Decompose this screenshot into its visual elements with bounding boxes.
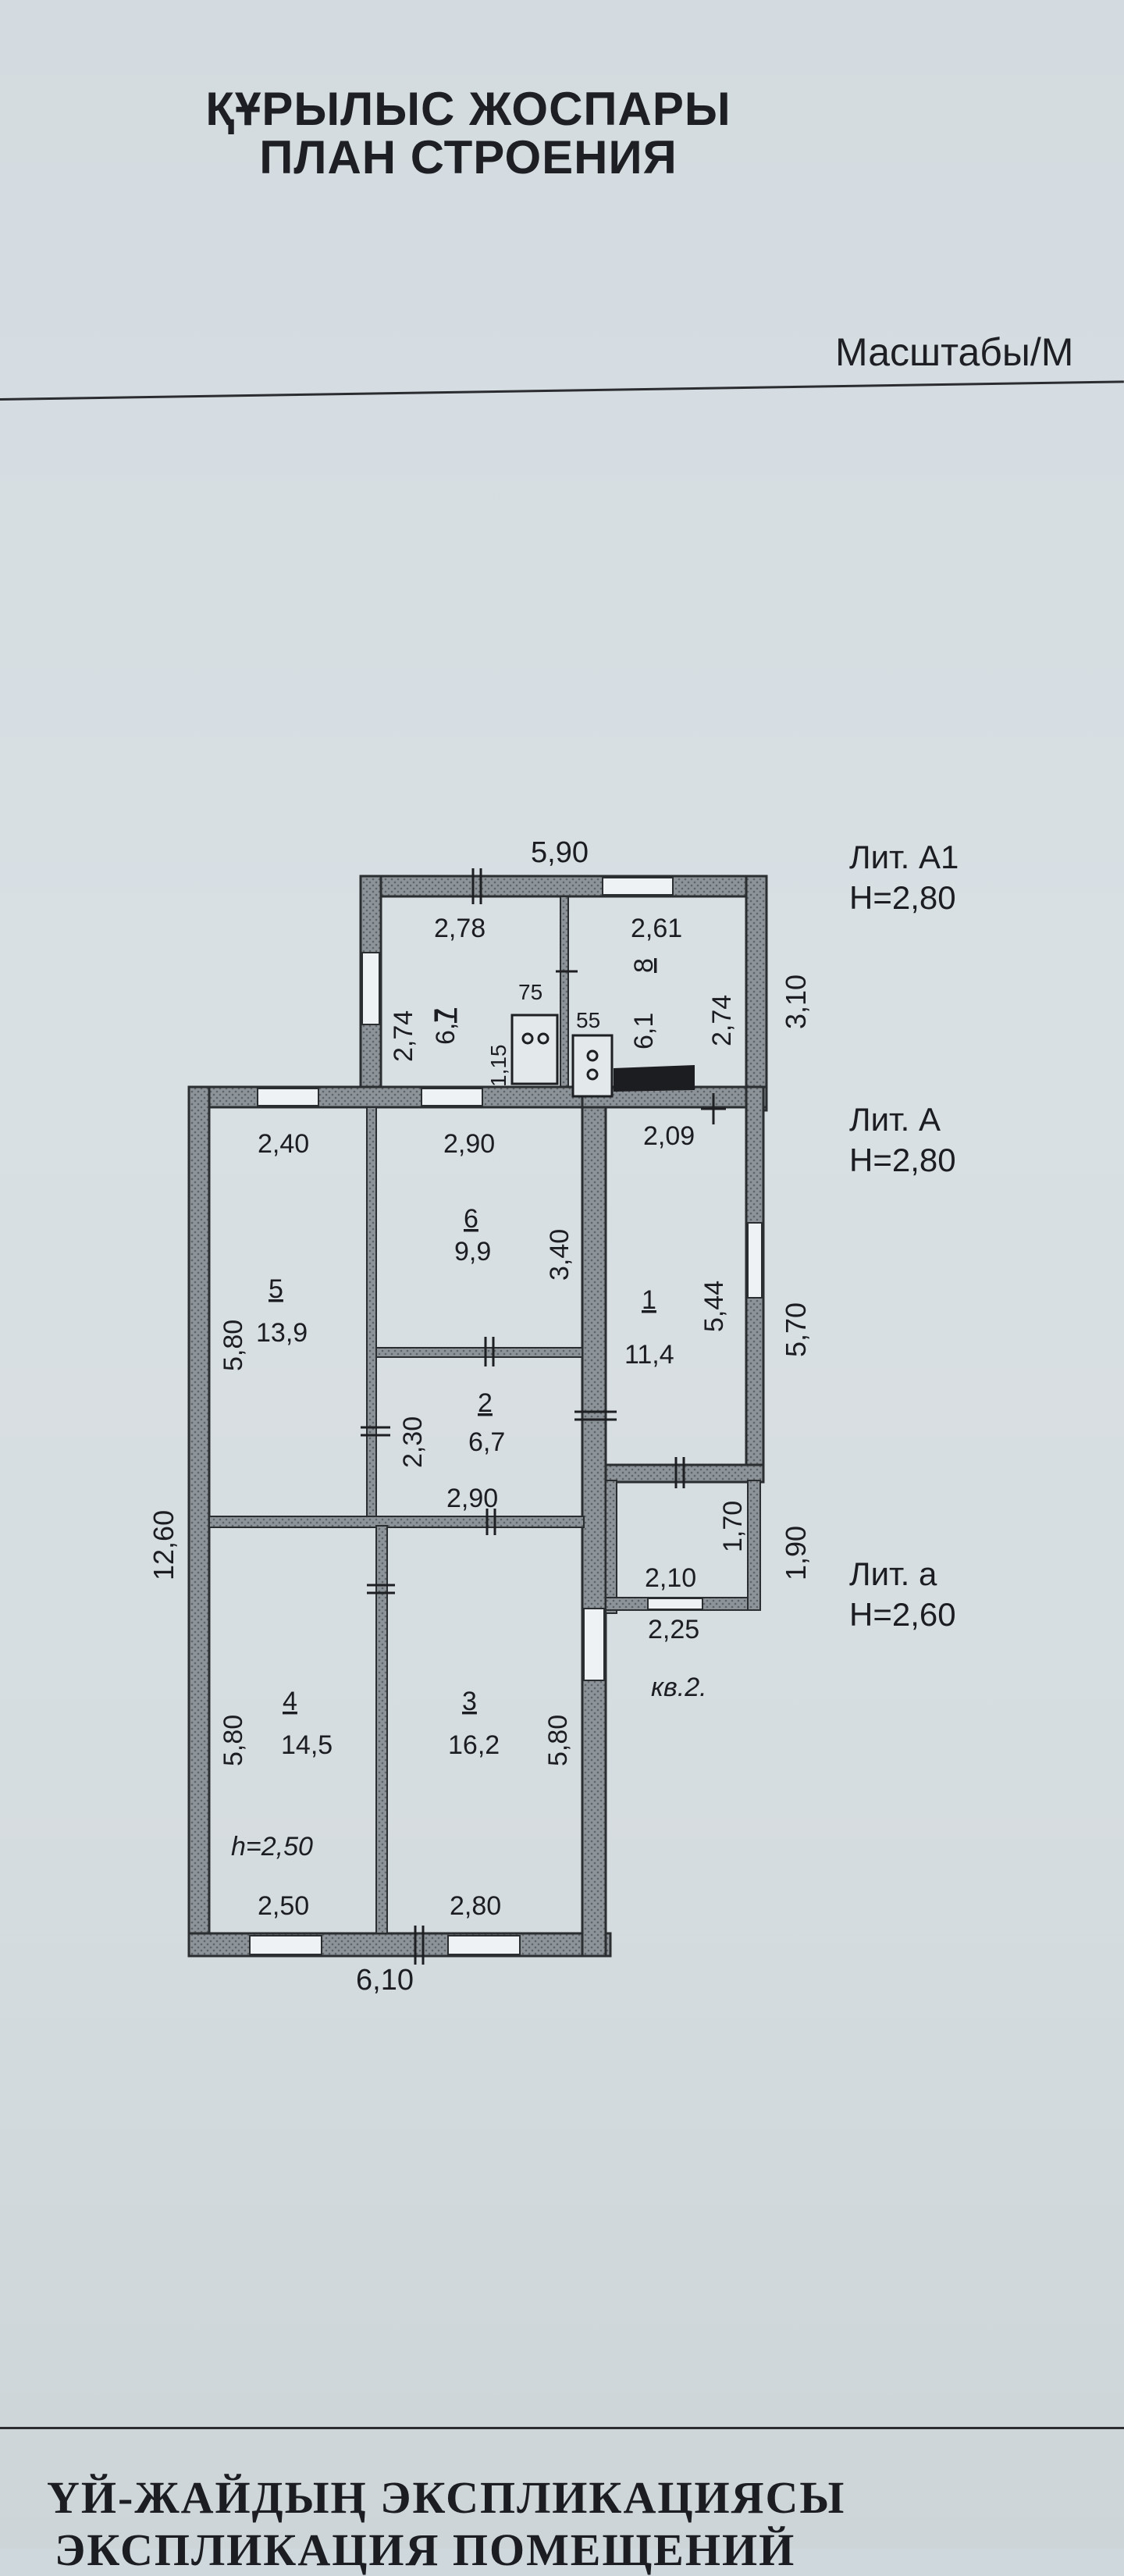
title-kz: ҚҰРЫЛЫС ЖОСПАРЫ <box>205 83 731 135</box>
porch-dim-width-outer: 2,25 <box>648 1615 699 1644</box>
footer-title-ru: ЭКСПЛИКАЦИЯ ПОМЕЩЕНИЙ <box>55 2524 796 2575</box>
room-3-number: 3 <box>462 1687 477 1716</box>
porch-height-right: 1,90 <box>780 1526 812 1580</box>
room-4-dim-width: 2,50 <box>258 1891 309 1921</box>
stove-icon <box>510 1014 695 1098</box>
room-8-number: 8 <box>629 958 659 973</box>
room-1-area: 11,4 <box>624 1340 674 1370</box>
room-2-number: 2 <box>478 1388 493 1418</box>
legend-lit-a-small: Лит. а H=2,60 <box>849 1554 956 1635</box>
room-7-dim-height: 2,74 <box>389 1010 418 1062</box>
room-8-area: 6,1 <box>629 1013 659 1049</box>
room-7-area: 6,7 <box>431 1008 461 1045</box>
room-1-number: 1 <box>642 1285 656 1315</box>
legend-lit-a-small-name: Лит. а <box>849 1555 937 1592</box>
room-3-dim-width: 2,80 <box>450 1891 501 1921</box>
legend-lit-a1-name: Лит. А1 <box>849 839 959 875</box>
room-1-dim-height: 5,44 <box>699 1281 729 1332</box>
room-4-dim-height: 5,80 <box>219 1715 248 1766</box>
footer-title-kz: ҮЙ-ЖАЙДЫҢ ЭКСПЛИКАЦИЯСЫ <box>47 2472 846 2523</box>
legend-lit-a1-height: H=2,80 <box>849 879 956 916</box>
scale-label: Масштабы/М <box>835 330 1074 374</box>
room-5-number: 5 <box>269 1274 283 1304</box>
overall-width-bottom: 6,10 <box>356 1964 414 1997</box>
room-7-dim-width: 2,78 <box>434 914 486 943</box>
room-2-dim-width: 2,90 <box>446 1484 498 1513</box>
overall-width-top: 5,90 <box>531 836 589 869</box>
main-height-right: 5,70 <box>780 1302 812 1357</box>
legend-lit-a: Лит. А H=2,80 <box>849 1099 956 1181</box>
room-1-dim-width: 2,09 <box>643 1121 695 1151</box>
room-4-area: 14,5 <box>281 1730 333 1760</box>
walls <box>187 875 768 1958</box>
room-7-dim-hall: 1,15 <box>486 1045 510 1088</box>
room-8-dim-height: 2,74 <box>707 995 737 1046</box>
doors <box>361 868 726 1965</box>
room-7-dim-stove: 75 <box>518 980 542 1004</box>
room-7-number: 7 <box>429 1008 459 1023</box>
legend-lit-a-name: Лит. А <box>849 1101 941 1138</box>
windows <box>249 877 763 1955</box>
room-6-area: 9,9 <box>454 1237 491 1267</box>
room-6-number: 6 <box>464 1204 478 1234</box>
overall-height-left: 12,60 <box>148 1510 180 1580</box>
legend-lit-a-height: H=2,80 <box>849 1142 956 1178</box>
room-8-dim-stove: 55 <box>576 1008 600 1032</box>
room-6-dim-width: 2,90 <box>443 1129 495 1159</box>
room-5-area: 13,9 <box>256 1318 308 1348</box>
room-5-dim-height: 5,80 <box>219 1320 248 1371</box>
porch-dim-width-inner: 2,10 <box>645 1563 696 1593</box>
room-2-dim-height: 2,30 <box>398 1416 428 1468</box>
room-2-area: 6,7 <box>468 1427 505 1457</box>
room-8-dim-width: 2,61 <box>631 914 682 943</box>
title-ru: ПЛАН СТРОЕНИЯ <box>259 131 678 183</box>
room-3-area: 16,2 <box>448 1730 500 1760</box>
legend-lit-a-small-height: H=2,60 <box>849 1596 956 1633</box>
plan-labels: 5,90 2,78 2,61 3,10 2,74 7 6,7 1,15 75 5… <box>148 836 812 1997</box>
ceiling-note: h=2,50 <box>231 1832 313 1862</box>
legend-lit-a1: Лит. А1 H=2,80 <box>849 837 959 918</box>
footer-divider <box>0 2427 1124 2429</box>
room-6-dim-height: 3,40 <box>545 1229 574 1281</box>
porch-dim-height: 1,70 <box>718 1501 748 1552</box>
room-3-dim-height: 5,80 <box>543 1715 573 1766</box>
flat-label: кв.2. <box>651 1673 707 1702</box>
room-5-dim-width: 2,40 <box>258 1129 309 1159</box>
annex-height-right: 3,10 <box>780 974 812 1029</box>
room-4-number: 4 <box>283 1687 297 1716</box>
